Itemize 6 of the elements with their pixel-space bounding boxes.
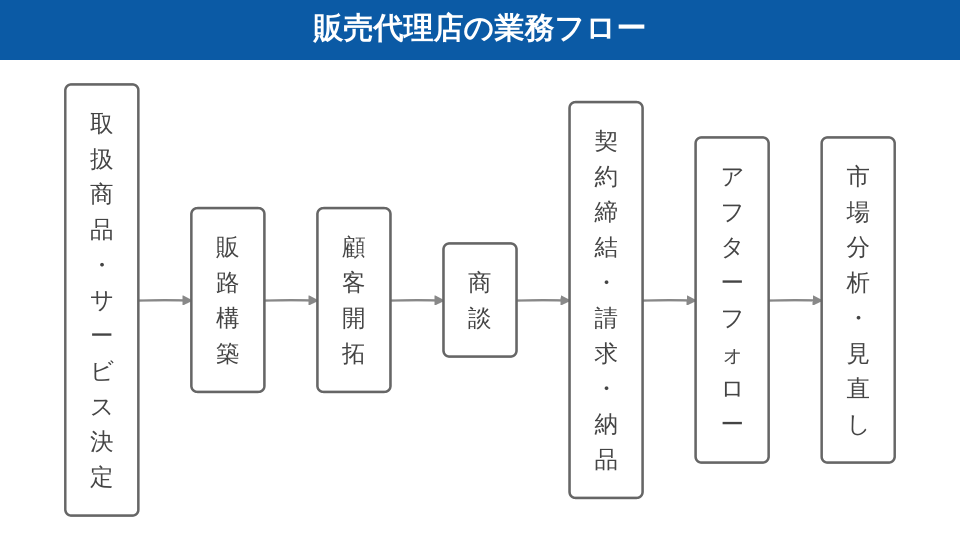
title-banner: 販売代理店の業務フロー	[0, 0, 960, 60]
arrow	[264, 295, 318, 306]
arrow	[517, 295, 571, 306]
arrow	[643, 295, 697, 306]
arrow	[138, 295, 192, 306]
arrow	[769, 295, 823, 306]
